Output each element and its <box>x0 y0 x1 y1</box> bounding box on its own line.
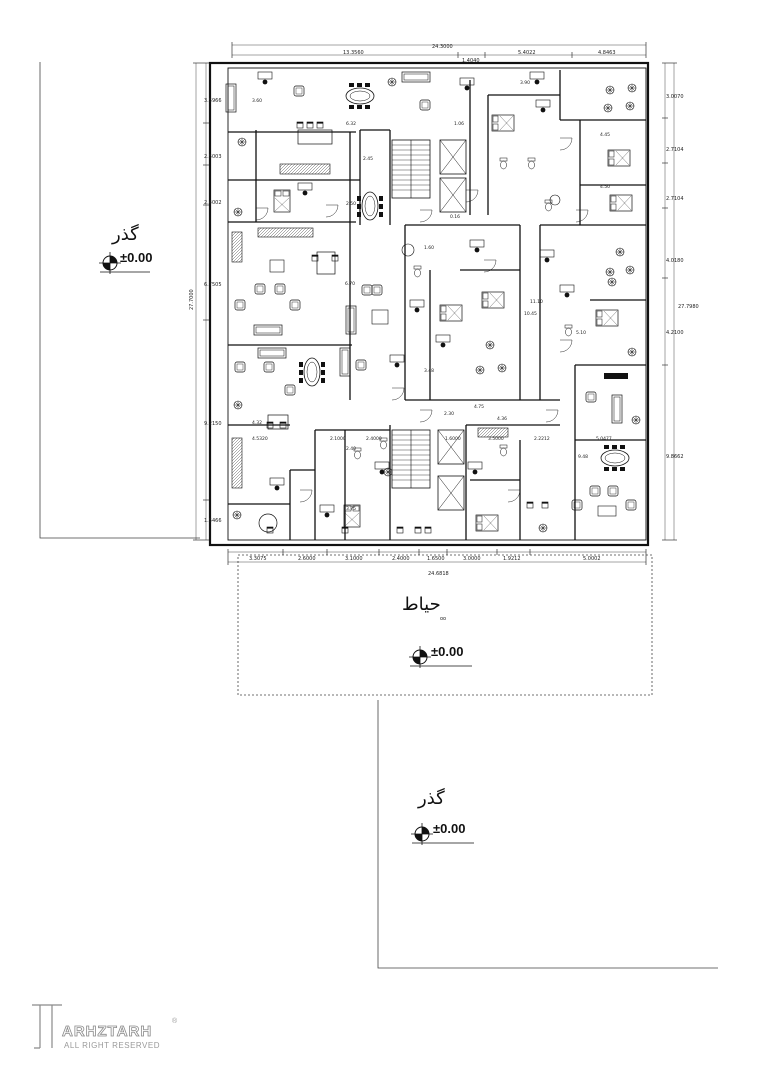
dimension-texts: 24.3000 13.3560 1.4040 5.4022 4.8463 24.… <box>189 44 699 577</box>
room-label: 2.50 <box>346 201 356 207</box>
room-labels: 3.60 6.32 2.45 2.50 1.60 6.70 3.48 10.45… <box>252 80 612 512</box>
dim-bottom-4: 2.4000 <box>392 556 410 562</box>
room-label: 4.5320 <box>252 436 268 442</box>
room-label: 2.30 <box>444 411 454 417</box>
building-outline <box>208 61 650 547</box>
dim-bottom-8: 5.0002 <box>583 556 601 562</box>
yard-label-mark: oo <box>440 616 446 622</box>
room-label: 11.10 <box>530 299 543 305</box>
dim-right-overall: 27.7980 <box>678 304 699 310</box>
dim-left-1: 3.5966 <box>204 98 222 104</box>
dim-bottom-5: 1.6500 <box>427 556 445 562</box>
dim-left-5: 9.2150 <box>204 421 222 427</box>
room-label: 4.75 <box>474 404 484 410</box>
furniture <box>225 71 637 534</box>
room-label: 9.48 <box>578 454 588 460</box>
room-label: 6.32 <box>346 121 356 127</box>
dim-left-3: 2.4002 <box>204 200 222 206</box>
room-label: 0.16 <box>450 214 460 220</box>
dim-right-4: 4.0180 <box>666 258 684 264</box>
room-label: 1.6000 <box>445 436 461 442</box>
room-label: 3.48 <box>424 368 434 374</box>
room-label: 6.70 <box>345 281 355 287</box>
elevation-markers: ±0.00 ±0.00 ±0.00 <box>98 250 474 846</box>
dim-bottom-2: 2.6000 <box>298 556 316 562</box>
room-label: 2.2212 <box>534 436 550 442</box>
dim-left-overall: 27.7000 <box>189 289 195 310</box>
dim-left-6: 1.5466 <box>204 518 222 524</box>
dim-overall-width: 24.3000 <box>432 44 453 50</box>
room-label: 3.75 <box>346 506 356 512</box>
dim-right-5: 4.2100 <box>666 330 684 336</box>
kitchen-counters <box>231 163 628 489</box>
room-label: 10.45 <box>524 311 537 317</box>
watermark-logo: ARHZTARH ® ALL RIGHT RESERVED <box>32 1004 178 1050</box>
room-label: 4.32 <box>252 420 262 426</box>
room-label: 1.60 <box>424 245 434 251</box>
yard-label: حیاط <box>402 594 441 615</box>
watermark-rights: ALL RIGHT RESERVED <box>64 1041 160 1050</box>
dim-top-4: 4.8463 <box>598 50 616 56</box>
room-label: 3.90 <box>520 80 530 86</box>
dim-right-1: 3.0070 <box>666 94 684 100</box>
watermark-registered: ® <box>172 1017 178 1025</box>
room-label: 4.45 <box>600 132 610 138</box>
dim-top-2: 1.4040 <box>462 58 480 64</box>
dim-bottom-7: 1.9212 <box>503 556 521 562</box>
room-label: 5.0477 <box>596 436 612 442</box>
room-label: 2.40 <box>346 446 356 452</box>
elevation-yard: ±0.00 <box>431 644 463 659</box>
dim-right-2: 2.7104 <box>666 147 684 153</box>
dimension-lines <box>193 42 677 565</box>
dim-top-3: 5.4022 <box>518 50 536 56</box>
elevation-bottom: ±0.00 <box>433 821 465 836</box>
area-labels: گذر حیاط گذر oo <box>111 223 446 809</box>
street-label-top: گذر <box>111 223 139 245</box>
dim-right-3: 2.7104 <box>666 196 684 202</box>
dim-bottom-1: 3.3075 <box>249 556 267 562</box>
room-label: 5.10 <box>576 330 586 336</box>
elevation-top: ±0.00 <box>120 250 152 265</box>
dim-bottom-overall: 24.6818 <box>428 571 449 577</box>
room-label: 2.1000 <box>330 436 346 442</box>
room-label: 1.06 <box>454 121 464 127</box>
room-label: 3.5000 <box>488 436 504 442</box>
room-label: 2.4000 <box>366 436 382 442</box>
circulation-core <box>391 139 467 511</box>
plants <box>232 77 641 533</box>
dim-top-1: 13.3560 <box>343 50 364 56</box>
interior-walls <box>228 70 646 540</box>
dim-bottom-3: 3.1000 <box>345 556 363 562</box>
dim-left-4: 6.7505 <box>204 282 222 288</box>
dim-right-6: 9.8662 <box>666 454 684 460</box>
room-label: 4.50 <box>600 184 610 190</box>
dim-bottom-6: 3.0000 <box>463 556 481 562</box>
dim-left-2: 2.5003 <box>204 154 222 160</box>
room-label: 4.36 <box>497 416 507 422</box>
watermark-brand: ARHZTARH <box>62 1023 152 1040</box>
room-label: 3.60 <box>252 98 262 104</box>
site-boundaries <box>39 62 718 969</box>
street-label-bottom: گذر <box>417 787 445 809</box>
room-label: 2.45 <box>363 156 373 162</box>
